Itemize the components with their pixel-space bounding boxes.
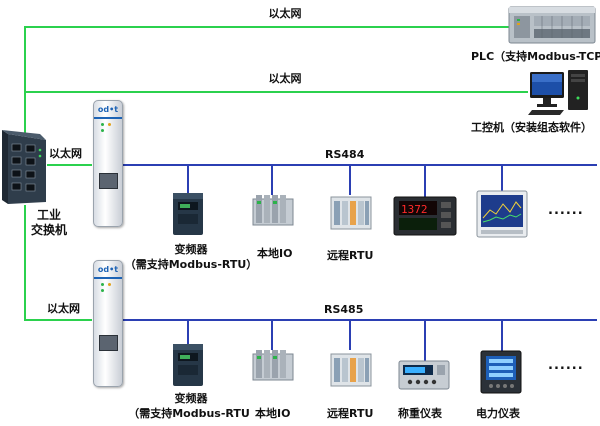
ethernet-link-gateway-2 <box>24 205 92 321</box>
ethernet-label-bottom: 以太网 <box>47 302 80 315</box>
bus1-local-io-label: 本地IO <box>257 247 293 260</box>
frequency-converter-icon <box>172 343 206 391</box>
plc-label: PLC（支持Modbus-TCP） <box>471 50 600 63</box>
bus2-power-meter-label: 电力仪表 <box>476 407 520 420</box>
ethernet-label-mid: 以太网 <box>268 72 302 85</box>
gateway-logo: od•t <box>97 105 119 114</box>
ethernet-label-switch: 以太网 <box>49 147 82 160</box>
ipc-label: 工控机（安装组态软件） <box>471 121 592 134</box>
bus1-label: RS484 <box>325 148 365 161</box>
bus2-vfd-label-line2: （需支持Modbus-RTU <box>128 407 250 420</box>
ethernet-link-plc <box>24 26 512 135</box>
power-meter-icon <box>480 350 522 398</box>
bus2-more-label: ...... <box>548 358 584 373</box>
bus2-label: RS485 <box>324 303 364 316</box>
bus1-more-label: ...... <box>548 203 584 218</box>
rs-bus-links <box>122 164 597 362</box>
bus1-vfd-label-line1: 变频器 <box>174 243 208 256</box>
workstation-icon <box>528 68 592 120</box>
modbus-gateway-icon: od•t <box>93 100 123 227</box>
frequency-converter-icon <box>172 192 206 240</box>
remote-rtu-icon <box>330 350 372 394</box>
bus2-local-io-label: 本地IO <box>255 407 291 420</box>
bus2-weighing-label: 称重仪表 <box>398 407 442 420</box>
digital-controller-icon: 1372 <box>393 196 457 240</box>
bus1-vfd-label-line2: （需支持Modbus-RTU） <box>124 258 258 271</box>
io-module-icon <box>252 193 294 233</box>
plc-icon <box>508 4 598 50</box>
switch-label-line1: 工业 <box>36 208 62 222</box>
switch-label-line2: 交换机 <box>30 223 68 237</box>
bus1-remote-rtu-label: 远程RTU <box>327 249 374 262</box>
io-module-icon <box>252 348 294 388</box>
modbus-gateway-icon: od•t <box>93 260 123 387</box>
weighing-indicator-icon <box>398 360 450 394</box>
bus2-vfd-label-line1: 变频器 <box>174 392 208 405</box>
ethernet-links <box>24 26 528 321</box>
ethernet-label-top: 以太网 <box>268 7 302 20</box>
industrial-switch-icon <box>2 130 48 210</box>
gateway-logo: od•t <box>97 265 119 274</box>
paperless-recorder-icon <box>476 190 528 242</box>
bus2-remote-rtu-label: 远程RTU <box>327 407 374 420</box>
controller-display: 1372 <box>401 203 428 216</box>
remote-rtu-icon <box>330 193 372 237</box>
